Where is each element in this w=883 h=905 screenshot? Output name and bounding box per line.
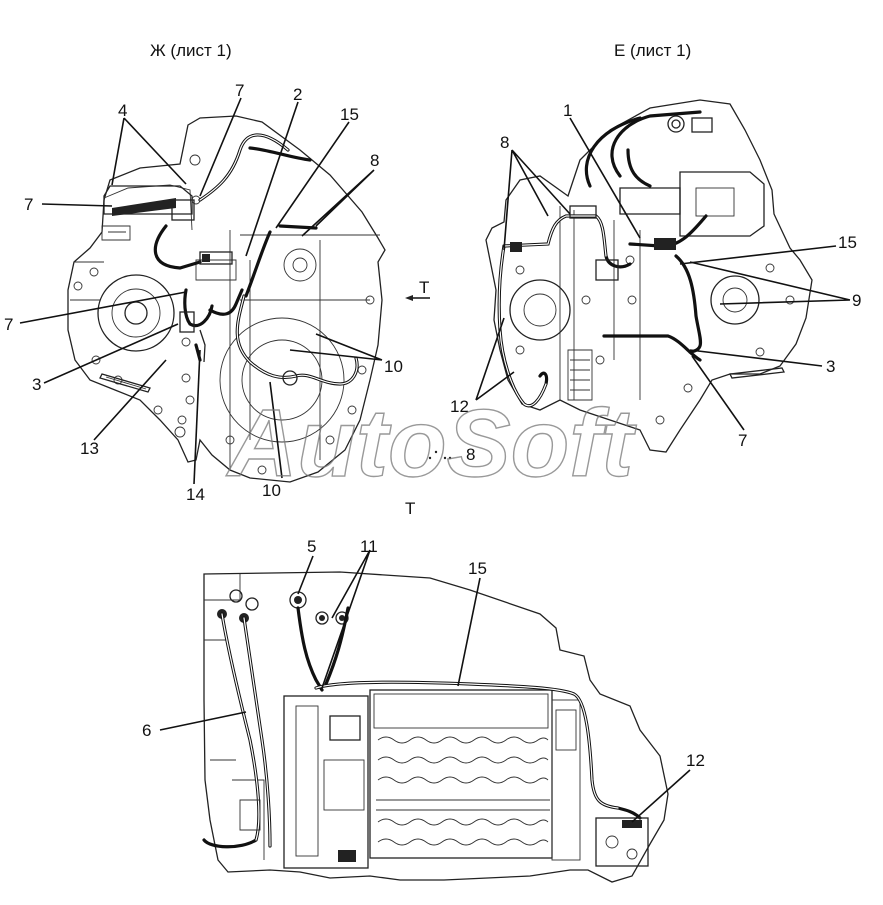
callout-label: 3 (826, 357, 835, 376)
callout-label: 7 (235, 81, 244, 100)
right-callouts: 8 1 15 9 3 7 12 (450, 101, 861, 450)
bottom-view-assembly (202, 571, 669, 883)
center-callout: 8 (466, 445, 475, 464)
callout-label: 7 (4, 315, 13, 334)
right-leader-lines (475, 117, 851, 431)
callout-label: 5 (307, 537, 316, 556)
callout-label: 15 (340, 105, 359, 124)
callout-label: 11 (360, 537, 378, 556)
callout-label: 8 (370, 151, 379, 170)
left-callouts: 4 7 2 15 8 7 7 3 13 14 10 10 (4, 81, 403, 504)
callout-label: 14 (186, 485, 205, 504)
callout-label: 13 (80, 439, 99, 458)
bottom-callouts: 5 11 15 6 12 (142, 537, 705, 770)
callout-label: 2 (293, 85, 302, 104)
callout-label: 8 (500, 133, 509, 152)
view-title-left: Ж (лист 1) (150, 41, 232, 60)
callout-label: 1 (563, 101, 572, 120)
callout-label: 12 (686, 751, 705, 770)
watermark-logo: AutoSoft (226, 390, 637, 497)
callout-label: 7 (738, 431, 747, 450)
center-dots (428, 450, 452, 460)
view-direction-arrow: Т (405, 278, 430, 301)
callout-label: 10 (262, 481, 281, 500)
callout-label: 9 (852, 291, 861, 310)
callout-label: 12 (450, 397, 469, 416)
callout-label: 6 (142, 721, 151, 740)
bottom-leader-lines (159, 549, 691, 823)
left-leader-lines (19, 97, 383, 485)
callout-label: 10 (384, 357, 403, 376)
arrow-marker-label: Т (419, 278, 429, 297)
view-title-right: Е (лист 1) (614, 41, 691, 60)
callout-label: 15 (468, 559, 487, 578)
radiator-fins (376, 736, 550, 846)
left-view-assembly (67, 115, 386, 483)
callout-label: 15 (838, 233, 857, 252)
callout-label: 4 (118, 101, 127, 120)
callout-label: 7 (24, 195, 33, 214)
right-view-assembly (485, 99, 813, 453)
callout-label: 3 (32, 375, 41, 394)
bottom-view-marker: Т (405, 499, 415, 518)
